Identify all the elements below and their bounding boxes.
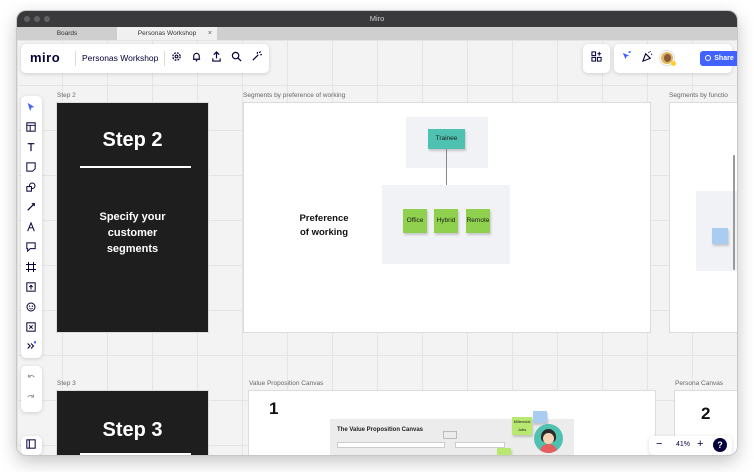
zoom-panel: − 41% + ?	[649, 436, 732, 455]
apps-panel	[583, 44, 610, 73]
frame-label-step2[interactable]: Step 2	[57, 92, 76, 99]
frame-step2[interactable]: Step 2 Specify your customer segments	[57, 103, 208, 332]
close-window-button[interactable]	[24, 16, 30, 22]
sticky-root[interactable]: Trainee	[428, 129, 465, 149]
pen-icon[interactable]	[24, 221, 38, 236]
preference-heading-line-2: of working	[299, 227, 349, 238]
tab-label: Personas Workshop	[137, 30, 197, 37]
collab-panel: Share	[614, 44, 737, 73]
sticky-office[interactable]: Office	[403, 209, 427, 233]
export-icon[interactable]	[209, 51, 223, 65]
avatar-face	[543, 433, 554, 444]
minimize-window-button[interactable]	[34, 16, 40, 22]
help-button[interactable]: ?	[713, 438, 727, 452]
line-icon[interactable]	[24, 202, 38, 216]
frame-segments-working[interactable]: Trainee Office Hybrid Remote Preference …	[244, 103, 650, 332]
more-tools-icon[interactable]	[24, 341, 38, 355]
magic-icon[interactable]	[249, 51, 263, 65]
zoom-level[interactable]: 41%	[676, 441, 691, 448]
sticky-hybrid[interactable]: Hybrid	[434, 209, 458, 233]
frame-label-segments-working[interactable]: Segments by preference of working	[243, 92, 346, 99]
zoom-window-button[interactable]	[44, 16, 50, 22]
tab-boards[interactable]: Boards	[17, 27, 117, 40]
user-avatar[interactable]	[660, 51, 674, 65]
zoom-in-button[interactable]: +	[697, 438, 704, 450]
board-canvas[interactable]: Step 2 Step 2 Specify your customer segm…	[17, 40, 737, 455]
share-label: Share	[714, 55, 734, 62]
share-button[interactable]: Share	[700, 51, 737, 66]
value-prop-canvas-title: The Value Proposition Canvas	[337, 427, 424, 433]
step3-title: Step 3	[102, 419, 163, 441]
template-icon[interactable]	[24, 122, 38, 136]
frame-label-persona-canvas[interactable]: Persona Canvas	[675, 380, 724, 387]
board-name[interactable]: Personas Workshop	[82, 53, 159, 63]
text-icon[interactable]	[24, 142, 38, 156]
tab-bar: Boards Personas Workshop ×	[17, 27, 737, 40]
step2-divider	[80, 166, 191, 168]
value-prop-number: 1	[269, 399, 279, 418]
persona-avatar[interactable]	[534, 424, 563, 453]
globe-icon	[705, 55, 712, 61]
app-window: Miro Boards Personas Workshop × Step 2 S…	[17, 11, 737, 455]
window-title: Miro	[369, 14, 385, 23]
step2-text-line-1: Specify your	[99, 211, 166, 223]
preference-heading-line-1: Preference	[299, 213, 349, 224]
value-prop-field-left	[337, 442, 445, 448]
frame-label-segments-function[interactable]: Segments by functio	[669, 92, 728, 99]
frame-step3[interactable]: Step 3	[57, 391, 208, 455]
sticky-note-icon[interactable]	[24, 162, 38, 176]
undo-icon[interactable]	[24, 372, 38, 386]
connector-line	[446, 149, 447, 185]
value-prop-box	[443, 431, 457, 439]
miro-logo[interactable]: miro	[30, 50, 61, 65]
vertical-scrollbar[interactable]	[733, 155, 735, 270]
avatar-shirt	[540, 444, 557, 453]
emoji-icon[interactable]	[24, 302, 38, 316]
tab-close-icon[interactable]: ×	[207, 30, 212, 37]
header-divider	[75, 51, 76, 66]
frame-label-step3[interactable]: Step 3	[57, 380, 76, 387]
apps-grid-icon[interactable]	[589, 51, 603, 65]
redo-icon[interactable]	[24, 392, 38, 406]
title-bar: Miro	[17, 11, 737, 27]
value-prop-canvas-image[interactable]: The Value Proposition Canvas	[330, 419, 574, 455]
select-icon[interactable]	[24, 102, 38, 116]
sticky-blue[interactable]	[533, 411, 547, 423]
value-prop-field-right	[455, 442, 505, 448]
frame-value-prop[interactable]: 1 The Value Proposition Canvas Millennia…	[249, 391, 655, 455]
step2-title: Step 2	[102, 129, 163, 151]
user-status-dot	[671, 61, 676, 66]
board-header-panel: miro Personas Workshop	[21, 44, 269, 73]
step2-text-line-2: customer	[107, 227, 158, 239]
sticky-remote[interactable]: Remote	[466, 209, 490, 233]
cursor-follow-icon[interactable]	[619, 50, 633, 65]
step3-divider	[80, 453, 191, 455]
zoom-out-button[interactable]: −	[656, 438, 663, 450]
sticky-millennial-jobs[interactable]: Millennial Jobs	[512, 417, 532, 435]
bell-icon[interactable]	[189, 51, 203, 65]
search-icon[interactable]	[229, 51, 243, 65]
step2-text-line-3: segments	[106, 243, 159, 255]
frame-segments-function[interactable]	[670, 103, 737, 332]
tab-label: Boards	[56, 30, 78, 37]
frame-label-value-prop[interactable]: Value Proposition Canvas	[249, 380, 324, 387]
comment-icon[interactable]	[24, 242, 38, 256]
header-divider	[164, 51, 165, 66]
frame-icon[interactable]	[24, 262, 38, 276]
settings-icon[interactable]	[169, 51, 183, 65]
persona-canvas-number: 2	[701, 404, 711, 423]
upload-icon[interactable]	[24, 282, 38, 296]
embed-icon[interactable]	[24, 322, 38, 336]
shapes-icon[interactable]	[24, 182, 38, 196]
board-panel-toggle[interactable]	[21, 436, 42, 455]
user-avatar-face	[664, 54, 671, 62]
tab-personas-workshop[interactable]: Personas Workshop ×	[117, 27, 217, 40]
left-toolbar	[21, 96, 42, 358]
sticky-function[interactable]	[712, 228, 728, 244]
sticky-small-green[interactable]	[497, 448, 511, 455]
celebrate-icon[interactable]	[640, 51, 654, 65]
undo-redo-panel	[21, 366, 42, 412]
board-panel-icon[interactable]	[24, 439, 38, 453]
